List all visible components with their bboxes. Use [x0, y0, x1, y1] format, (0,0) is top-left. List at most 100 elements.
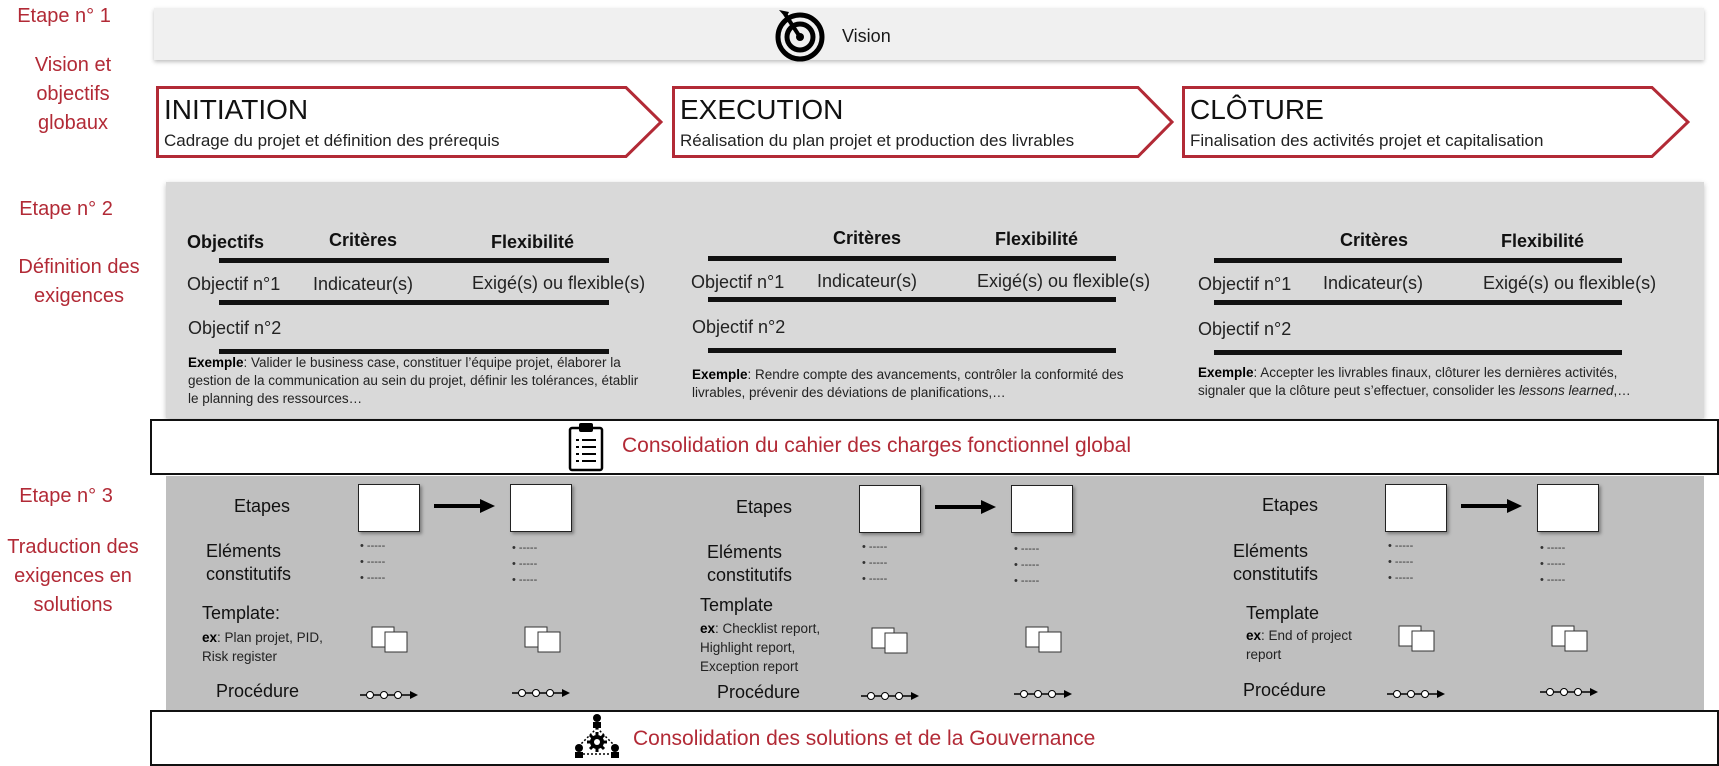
table-rule	[219, 258, 609, 263]
vision-label: Vision	[842, 26, 891, 46]
vision-bar	[154, 8, 1704, 60]
step-box	[859, 485, 921, 533]
header-flexibilite: Flexibilité	[1501, 231, 1585, 251]
arrow-right-icon	[935, 500, 996, 514]
table-rule	[708, 256, 1116, 261]
objectif-2: Objectif n°2	[692, 317, 786, 337]
phase-initiation: INITIATION Cadrage du projet et définiti…	[156, 86, 663, 158]
header-flexibilite: Flexibilité	[995, 229, 1079, 249]
example-text: Exemple: Accepter les livrables finaux, …	[1198, 365, 1631, 398]
document-copy-icon	[524, 626, 561, 653]
step2-description: Définition des exigences	[18, 256, 140, 307]
document-copy-icon	[371, 626, 408, 653]
step2-label: Etape n° 2	[19, 198, 113, 220]
governance-icon	[575, 714, 619, 758]
document-copy-icon	[1025, 626, 1062, 653]
objectif-1: Objectif n°1	[187, 274, 281, 294]
template-example: ex: Plan projet, PID, Risk register	[202, 630, 323, 664]
process-flow-icon	[1540, 688, 1598, 696]
example-text: Exemple: Rendre compte des avancements, …	[692, 367, 1124, 400]
exiges-flexibles: Exigé(s) ou flexible(s)	[472, 273, 646, 293]
header-objectifs: Objectifs	[187, 232, 265, 252]
consolidation-cahier-text: Consolidation du cahier des charges fonc…	[622, 434, 1132, 457]
element-bullets: • -----• -----• -----	[1540, 542, 1566, 586]
procedure-label: Procédure	[1243, 680, 1327, 700]
document-copy-icon	[871, 627, 908, 654]
step-box	[1011, 485, 1073, 533]
template-example: ex: End of project report	[1246, 628, 1352, 662]
process-flow-icon	[512, 689, 570, 697]
template-label: Template	[1246, 603, 1320, 623]
step1-label: Etape n° 1	[17, 5, 111, 27]
phase-execution: EXECUTION Réalisation du plan projet et …	[672, 86, 1174, 158]
step1-description: Vision et objectifs globaux	[34, 54, 112, 134]
phase-description: Réalisation du plan projet et production…	[680, 131, 1075, 150]
header-criteres: Critères	[1340, 230, 1409, 250]
requirements-column-execution: Critères Flexibilité Objectif n°1 Indica…	[690, 182, 1160, 418]
element-bullets: • -----• -----• -----	[512, 542, 538, 586]
procedure-label: Procédure	[717, 682, 801, 702]
document-copy-icon	[1398, 625, 1435, 652]
phase-arrow-shape	[1182, 86, 1690, 158]
indicateurs: Indicateur(s)	[817, 271, 918, 291]
objectif-2: Objectif n°2	[1198, 319, 1292, 339]
solutions-panel	[166, 476, 1704, 710]
phase-title: CLÔTURE	[1190, 94, 1324, 125]
header-criteres: Critères	[833, 228, 902, 248]
phase-arrow-shape	[672, 86, 1174, 158]
table-rule	[708, 297, 1116, 302]
element-bullets: • -----• -----• -----	[862, 541, 888, 585]
arrow-right-icon	[434, 499, 495, 513]
step-box	[358, 484, 420, 532]
requirements-column-cloture: Critères Flexibilité Objectif n°1 Indica…	[1197, 182, 1677, 418]
phase-description: Cadrage du projet et définition des prér…	[164, 131, 500, 150]
template-label: Template:	[202, 603, 281, 623]
header-flexibilite: Flexibilité	[491, 232, 575, 252]
table-rule	[1214, 300, 1622, 305]
table-rule	[1214, 258, 1622, 263]
phase-title: EXECUTION	[680, 94, 844, 125]
requirements-column-initiation: Objectifs Critères Flexibilité Objectif …	[186, 182, 656, 418]
step3-description: Traduction des exigences en solutions	[7, 536, 139, 616]
step3-label: Etape n° 3	[19, 485, 113, 507]
consolidation-cahier-bar	[150, 419, 1719, 475]
clipboard-icon	[568, 423, 604, 472]
table-rule	[1214, 350, 1622, 355]
element-bullets: • -----• -----• -----	[1014, 543, 1040, 587]
indicateurs: Indicateur(s)	[1323, 273, 1424, 293]
process-flow-icon	[1014, 690, 1072, 698]
etapes-label: Etapes	[736, 497, 793, 517]
step-box	[1537, 484, 1599, 532]
objectif-1: Objectif n°1	[691, 272, 785, 292]
exiges-flexibles: Exigé(s) ou flexible(s)	[1483, 273, 1657, 293]
process-flow-icon	[861, 692, 919, 700]
template-example: ex: Checklist report, Highlight report, …	[700, 621, 821, 674]
process-flow-icon	[1387, 690, 1445, 698]
process-flow-icon	[360, 691, 418, 699]
element-bullets: • -----• -----• -----	[360, 540, 386, 584]
target-icon	[775, 10, 825, 62]
document-copy-icon	[1551, 625, 1588, 652]
header-criteres: Critères	[329, 230, 398, 250]
phase-description: Finalisation des activités projet et cap…	[1190, 131, 1544, 150]
table-rule	[219, 349, 609, 354]
etapes-label: Etapes	[234, 496, 291, 516]
objectif-1: Objectif n°1	[1198, 274, 1292, 294]
phase-cloture: CLÔTURE Finalisation des activités proje…	[1182, 86, 1690, 158]
example-text: Exemple: Valider le business case, const…	[188, 355, 639, 406]
consolidation-gouvernance-text: Consolidation des solutions et de la Gou…	[633, 727, 1096, 750]
phase-title: INITIATION	[164, 94, 309, 125]
element-bullets: • -----• -----• -----	[1388, 540, 1414, 584]
template-label: Template	[700, 595, 774, 615]
step-box	[510, 484, 572, 532]
table-rule	[708, 348, 1116, 353]
table-rule	[219, 300, 609, 305]
arrow-right-icon	[1461, 499, 1522, 513]
objectif-2: Objectif n°2	[188, 318, 282, 338]
